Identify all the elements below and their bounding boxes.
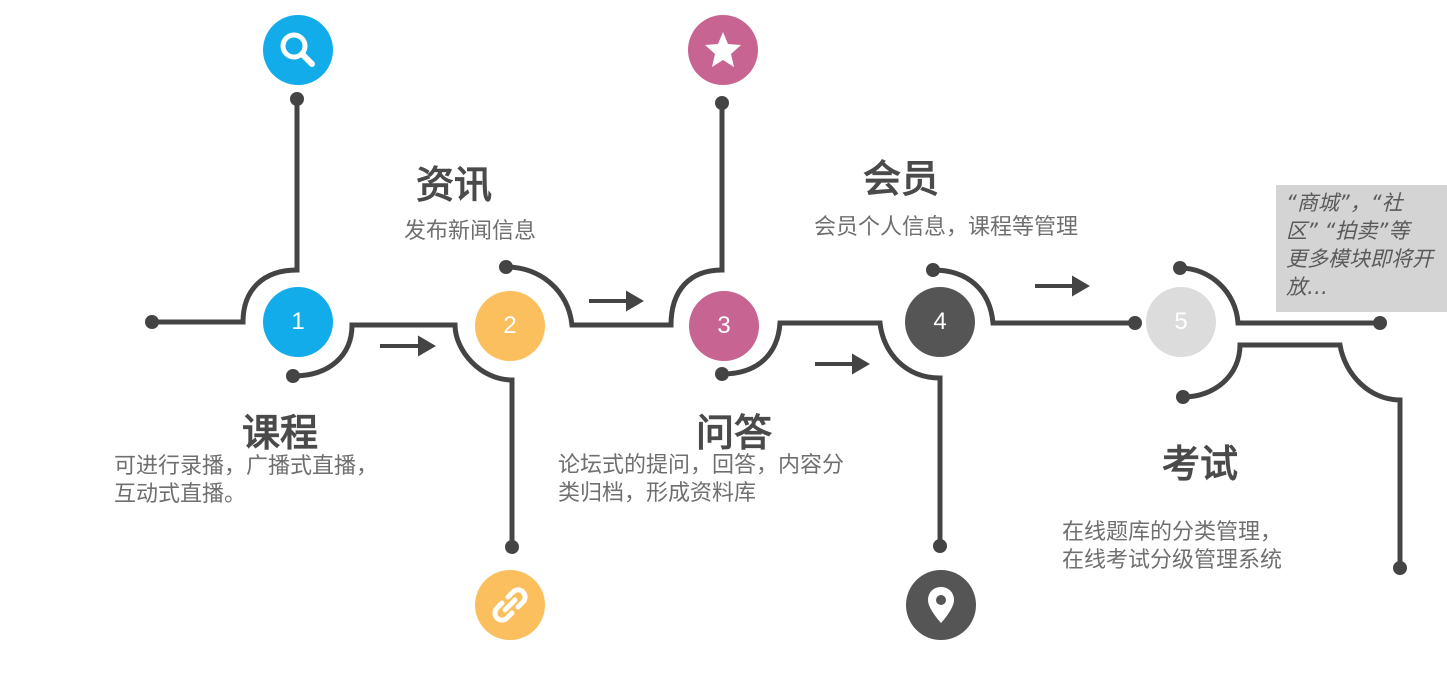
step-5-description: 在线题库的分类管理，在线考试分级管理系统: [1062, 520, 1283, 573]
track-segment: [1177, 265, 1383, 326]
coming-soon-note: “商城”，“社 区” “拍卖”等 更多模块即将开 放…: [1276, 185, 1447, 312]
track-segment: [503, 100, 725, 328]
track-segment: [149, 97, 300, 325]
link-icon: [475, 570, 545, 640]
location-pin-icon: [906, 570, 976, 640]
step-3-title: 问答: [696, 411, 773, 455]
step-1-description: 可进行录播，广播式直播，互动式直播。: [114, 454, 379, 507]
step-2-title: 资讯: [416, 163, 493, 207]
track-segment: [930, 267, 1138, 326]
step-4-title: 会员: [863, 157, 940, 201]
step-5-title: 考试: [1162, 442, 1239, 486]
step-1-circle: 1: [263, 287, 333, 357]
search-icon: [263, 15, 333, 85]
track-segment: [719, 320, 943, 549]
step-2-description: 发布新闻信息: [404, 219, 537, 244]
step-5-circle: 5: [1146, 287, 1216, 357]
step-3-description: 论坛式的提问，回答，内容分类归档，形成资料库: [558, 453, 845, 506]
step-1-title: 课程: [242, 411, 319, 455]
step-4-circle: 4: [905, 287, 975, 357]
track-segment: [290, 322, 515, 550]
star-icon: [688, 15, 758, 85]
step-3-circle: 3: [689, 291, 759, 361]
track-segment: [1180, 342, 1403, 571]
step-2-circle: 2: [475, 291, 545, 361]
step-4-description: 会员个人信息，课程等管理: [814, 215, 1079, 240]
